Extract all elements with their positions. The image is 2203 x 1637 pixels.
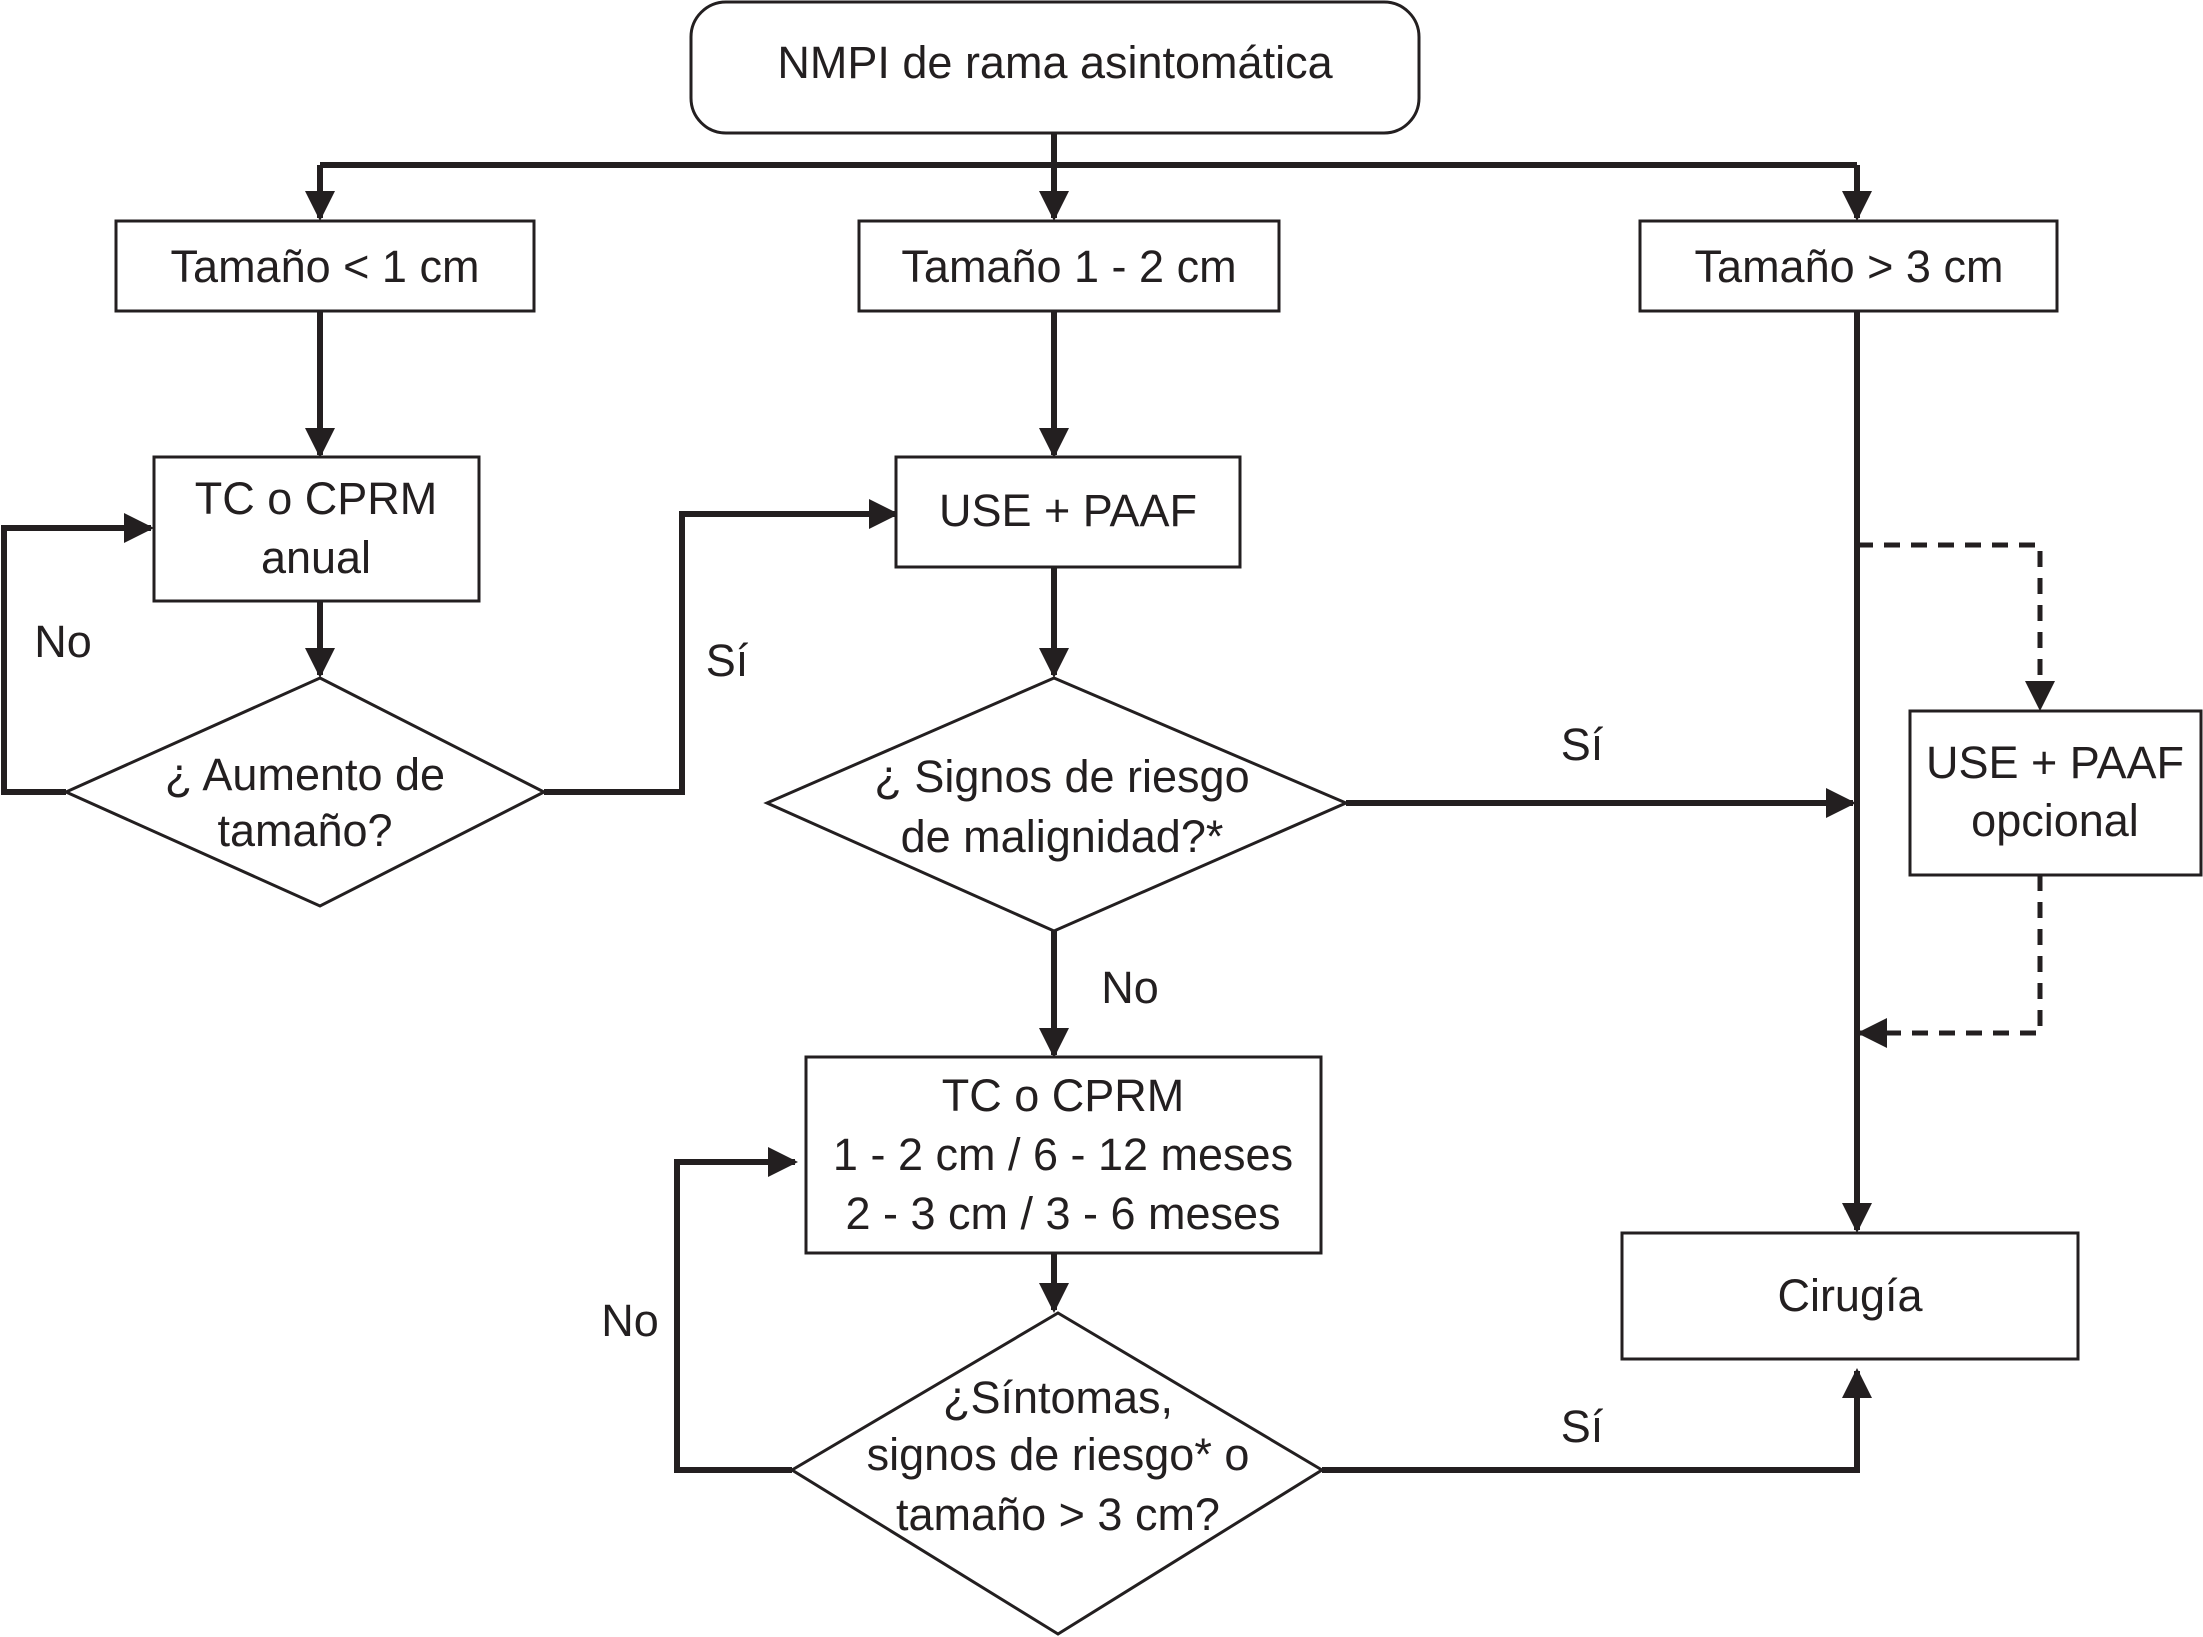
node-start: NMPI de rama asintomática <box>689 0 1421 135</box>
node-followup-imaging-line-2: 1 - 2 cm / 6 - 12 meses <box>833 1129 1293 1180</box>
label-symptoms-yes: Sí <box>1561 1401 1604 1452</box>
node-symptoms-check-line-3: tamaño > 3 cm? <box>896 1489 1220 1540</box>
node-size-lt1-line-1: Tamaño < 1 cm <box>171 241 480 292</box>
label-symptoms-no: No <box>601 1295 659 1346</box>
node-malignancy-signs-line-1: ¿ Signos de riesgo <box>874 751 1249 802</box>
label-malignancy-yes: Sí <box>1561 719 1604 770</box>
node-size-1-2: Tamaño 1 - 2 cm <box>857 219 1281 313</box>
edge-optional-eus-in <box>1857 542 2055 711</box>
node-eus-fna-optional-line-2: opcional <box>1971 795 2139 846</box>
node-start-line-1: NMPI de rama asintomática <box>777 37 1333 88</box>
edge-optional-eus-out <box>1857 875 2043 1048</box>
node-surgery-line-1: Cirugía <box>1777 1270 1923 1321</box>
node-size-increase-line-1: ¿ Aumento de <box>165 749 445 800</box>
node-symptoms-check-line-2: signos de riesgo* o <box>867 1429 1250 1480</box>
node-eus-fna: USE + PAAF <box>894 455 1242 569</box>
node-symptoms-check-line-1: ¿Síntomas, <box>943 1372 1173 1423</box>
edge-increase-yes <box>544 499 899 795</box>
node-malignancy-signs-line-2: de malignidad?* <box>901 811 1224 862</box>
edge-symptoms-no-loop <box>674 1147 798 1473</box>
edge-symptoms-yes <box>1322 1368 1872 1473</box>
node-size-gt3: Tamaño > 3 cm <box>1638 219 2059 313</box>
node-malignancy-signs: ¿ Signos de riesgo de malignidad?* <box>763 676 1350 933</box>
node-eus-fna-optional: USE + PAAF opcional <box>1908 709 2203 877</box>
node-annual-imaging-line-2: anual <box>261 532 371 583</box>
node-size-increase-line-2: tamaño? <box>217 805 392 856</box>
node-symptoms-check: ¿Síntomas, signos de riesgo* o tamaño > … <box>789 1311 1325 1636</box>
node-followup-imaging: TC o CPRM 1 - 2 cm / 6 - 12 meses 2 - 3 … <box>804 1055 1323 1255</box>
connectors <box>1 133 2055 1473</box>
node-followup-imaging-line-1: TC o CPRM <box>942 1070 1185 1121</box>
label-size-increase-yes: Sí <box>706 635 749 686</box>
node-annual-imaging: TC o CPRM anual <box>152 455 481 603</box>
node-surgery: Cirugía <box>1620 1231 2080 1361</box>
edge-labels: No Sí Sí No No Sí <box>34 616 1604 1452</box>
node-eus-fna-line-1: USE + PAAF <box>939 485 1197 536</box>
node-size-lt1: Tamaño < 1 cm <box>114 219 536 313</box>
node-annual-imaging-line-1: TC o CPRM <box>195 473 438 524</box>
edge-increase-no-loop <box>1 513 154 795</box>
node-eus-fna-optional-line-1: USE + PAAF <box>1926 737 2184 788</box>
label-malignancy-no: No <box>1101 962 1159 1013</box>
node-followup-imaging-line-3: 2 - 3 cm / 3 - 6 meses <box>845 1188 1280 1239</box>
node-size-gt3-line-1: Tamaño > 3 cm <box>1695 241 2004 292</box>
label-size-increase-no: No <box>34 616 92 667</box>
node-size-1-2-line-1: Tamaño 1 - 2 cm <box>901 241 1236 292</box>
node-size-increase: ¿ Aumento de tamaño? <box>62 676 548 908</box>
